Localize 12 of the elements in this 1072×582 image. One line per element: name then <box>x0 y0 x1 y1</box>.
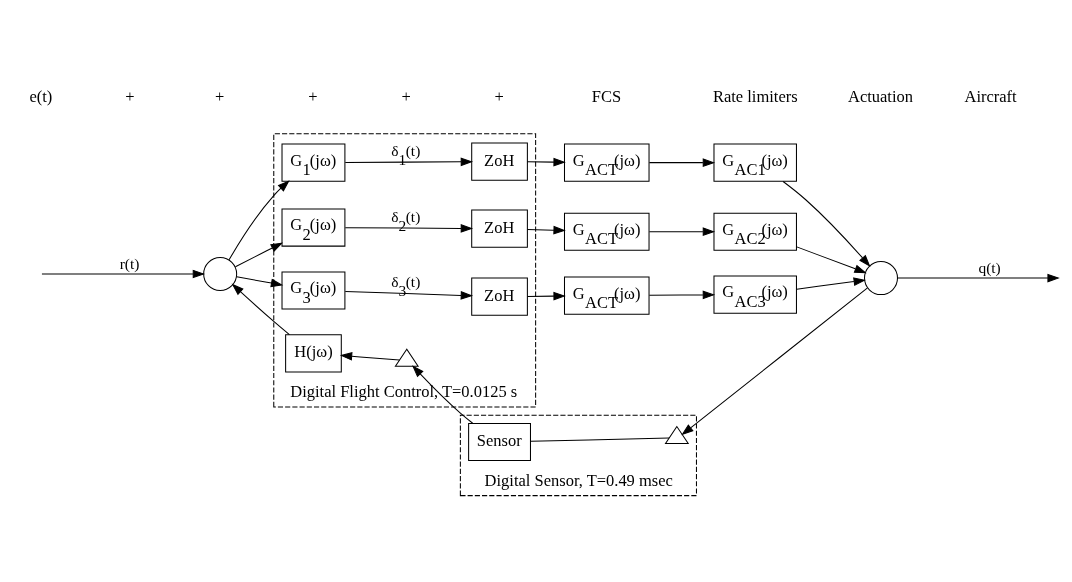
edge-label: q(t) <box>978 258 1001 276</box>
label: Aircraft <box>964 86 1017 106</box>
label: Actuation <box>848 86 914 106</box>
edge-label: r(t) <box>119 254 140 272</box>
label: FCS <box>591 86 622 106</box>
label: + <box>308 86 318 106</box>
label: Rate limiters <box>712 86 798 106</box>
label: + <box>401 86 411 106</box>
label: + <box>494 86 504 106</box>
label: + <box>215 86 225 106</box>
label: e(t) <box>29 86 53 106</box>
label: + <box>125 86 135 106</box>
